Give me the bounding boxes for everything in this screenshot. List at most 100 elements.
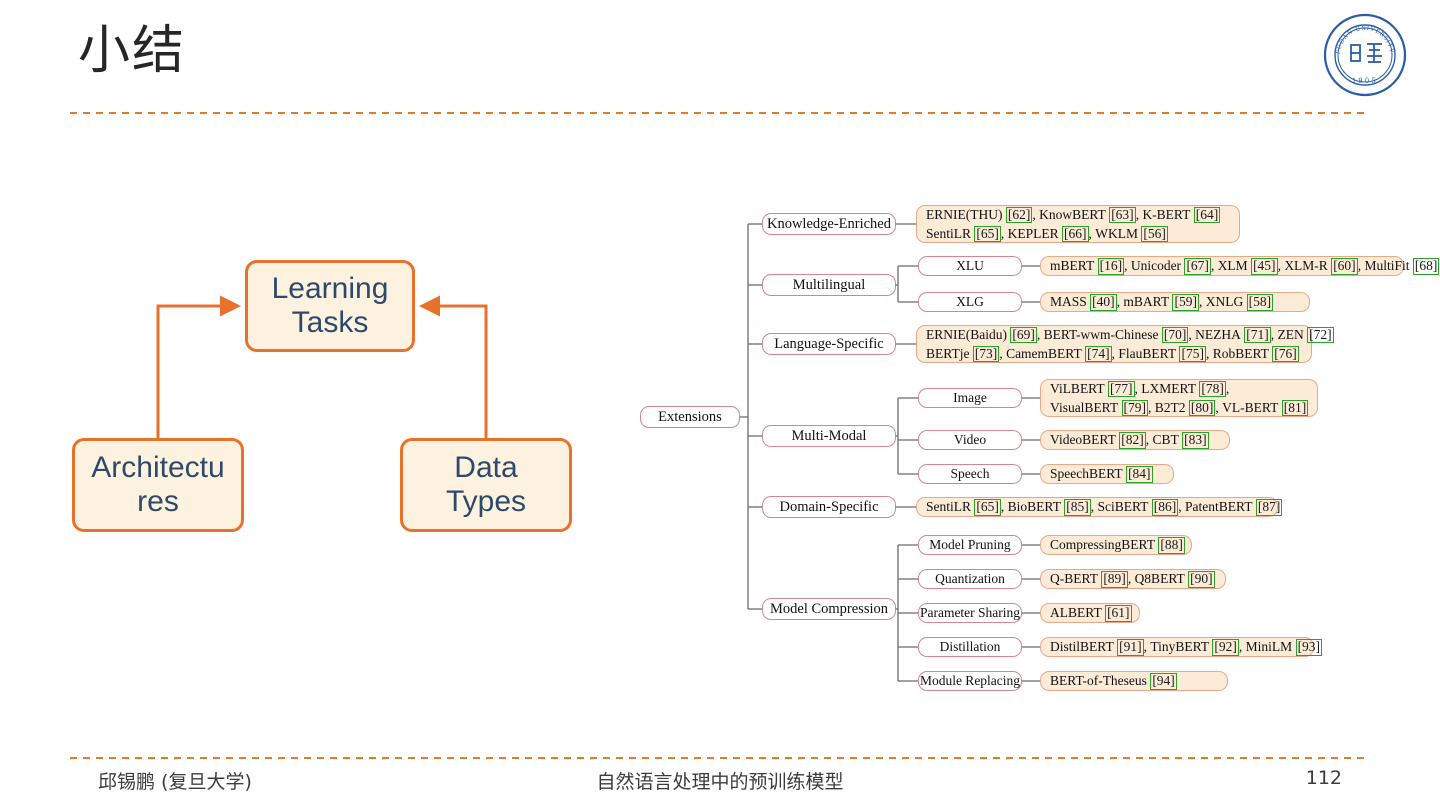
mindmap-branch-label: Domain-Specific (779, 498, 879, 515)
mindmap-leaf-knowledge-enriched[interactable]: ERNIE(THU) [62], KnowBERT [63], K-BERT [… (916, 205, 1240, 243)
citation-ref: [71] (1244, 326, 1271, 344)
citation-ref: [59] (1172, 294, 1199, 311)
mindmap-leaf-distillation[interactable]: DistilBERT [91], TinyBERT [92], MiniLM [… (1040, 637, 1323, 657)
mindmap-subbranch-parameter-sharing[interactable]: Parameter Sharing (918, 603, 1022, 623)
citation-ref: [61] (1105, 605, 1132, 622)
mindmap-leaf-parameter-sharing[interactable]: ALBERT [61] (1040, 603, 1140, 623)
citation-ref: [75] (1179, 346, 1206, 363)
citation-ref: [91] (1117, 639, 1144, 656)
citation-ref: [80] (1188, 400, 1216, 417)
mindmap-subbranch-label: Distillation (939, 639, 1001, 654)
citation-ref: [79] (1121, 400, 1149, 417)
mindmap-leaf-xlg[interactable]: MASS [40], mBART [59], XNLG [58] (1040, 292, 1310, 312)
mindmap-subbranch-module-replacing[interactable]: Module Replacing (918, 671, 1022, 691)
mindmap-subbranch-quantization[interactable]: Quantization (918, 569, 1022, 589)
citation-ref: [70] (1161, 326, 1189, 344)
seal-year: 1905 (1352, 76, 1378, 85)
citation-ref: [56] (1141, 226, 1168, 243)
mindmap-branch-model-compression[interactable]: Model Compression (762, 598, 896, 620)
citation-ref: [45] (1251, 258, 1278, 275)
citation-ref: [87] (1255, 499, 1283, 516)
citation-ref: [65] (974, 226, 1001, 243)
citation-ref: [65] (974, 499, 1001, 516)
citation-ref: [88] (1158, 537, 1185, 554)
citation-ref: [69] (1010, 326, 1037, 344)
mindmap-subbranch-label: Model Pruning (929, 537, 1011, 552)
citation-ref: [72] (1307, 326, 1334, 344)
citation-ref: [60] (1331, 258, 1358, 275)
citation-ref: [92] (1212, 639, 1239, 656)
citation-ref: [63] (1109, 206, 1136, 224)
mindmap-branch-domain-specific[interactable]: Domain-Specific (762, 496, 896, 518)
mindmap-leaf-quantization[interactable]: Q-BERT [89], Q8BERT [90] (1040, 569, 1226, 589)
mindmap-root-extensions[interactable]: Extensions (640, 406, 740, 428)
mindmap-subbranch-xlg[interactable]: XLG (918, 292, 1022, 312)
mindmap-connector-lines (740, 223, 1040, 682)
mindmap-subbranch-speech[interactable]: Speech (918, 464, 1022, 484)
header-divider (70, 112, 1370, 114)
citation-ref: [81] (1281, 400, 1309, 417)
mindmap-branch-knowledge-enriched[interactable]: Knowledge-Enriched (762, 213, 896, 235)
citation-ref: [40] (1090, 294, 1117, 311)
mindmap-subbranch-distillation[interactable]: Distillation (918, 637, 1022, 657)
citation-ref: [83] (1182, 432, 1209, 449)
citation-ref: [67] (1184, 258, 1211, 275)
citation-ref: [94] (1150, 673, 1177, 690)
citation-ref: [89] (1101, 571, 1128, 588)
mindmap-leaf-video[interactable]: VideoBERT [82], CBT [83] (1040, 430, 1230, 450)
footer-divider (70, 757, 1370, 759)
mindmap-subbranch-image[interactable]: Image (918, 388, 1022, 408)
mindmap-subbranch-label: Quantization (935, 571, 1005, 586)
mindmap-subbranch-label: XLU (956, 258, 984, 273)
mindmap-subbranch-label: Module Replacing (919, 673, 1021, 688)
mindmap-subbranch-video[interactable]: Video (918, 430, 1022, 450)
citation-ref: [73] (972, 346, 1000, 363)
footer-subject: 自然语言处理中的预训练模型 (596, 771, 844, 793)
citation-ref: [74] (1085, 346, 1112, 363)
mindmap-leaf-image[interactable]: ViLBERT [77], LXMERT [78],VisualBERT [79… (1040, 379, 1318, 417)
mindmap-branch-language-specific[interactable]: Language-Specific (762, 333, 896, 355)
footer-page-number: 112 (1305, 767, 1342, 789)
citation-ref: [84] (1126, 466, 1153, 483)
mindmap-branch-label: Model Compression (769, 600, 888, 617)
mindmap-subbranch-label: XLG (956, 294, 984, 309)
citation-ref: [62] (1005, 206, 1033, 224)
citation-ref: [85] (1064, 499, 1091, 516)
citation-ref: [93] (1295, 639, 1323, 656)
mindmap-subbranch-label: Video (953, 432, 987, 447)
mindmap-subbranch-model-pruning[interactable]: Model Pruning (918, 535, 1022, 555)
citation-ref: [58] (1246, 294, 1274, 311)
mindmap-leaf-model-pruning[interactable]: CompressingBERT [88] (1040, 535, 1192, 555)
mindmap-branch-label: Multi-Modal (791, 427, 867, 444)
citation-ref: [86] (1151, 499, 1179, 516)
extensions-mindmap: Extensions Knowledge-Enriched ERNIE(THU) [… (636, 196, 1440, 706)
mindmap-leaf-domain-specific[interactable]: SentiLR [65], BioBERT [85], SciBERT [86]… (916, 497, 1283, 517)
citation-ref: [16] (1097, 258, 1125, 275)
mindmap-branch-label: Language-Specific (774, 335, 884, 352)
page-title: 小结 (78, 21, 187, 81)
mindmap-subbranch-xlu[interactable]: XLU (918, 256, 1022, 276)
mindmap-branch-multilingual[interactable]: Multilingual (762, 274, 896, 296)
mindmap-root-label: Extensions (658, 408, 722, 425)
citation-ref: [64] (1193, 206, 1221, 224)
citation-ref: [68] (1412, 258, 1440, 275)
mindmap-subbranch-label: Parameter Sharing (919, 605, 1021, 620)
citation-ref: [76] (1272, 346, 1299, 363)
mindmap-subbranch-label: Image (953, 390, 987, 405)
mindmap-leaf-xlu[interactable]: mBERT [16], Unicoder [67], XLM [45], XLM… (1040, 256, 1440, 276)
footer-author: 邱锡鹏 (复旦大学) (98, 771, 252, 793)
svg-text:FUDAN UNIVERSITY: FUDAN UNIVERSITY (1335, 25, 1395, 54)
mindmap-leaf-module-replacing[interactable]: BERT-of-Theseus [94] (1040, 671, 1228, 691)
mindmap-branch-multi-modal[interactable]: Multi-Modal (762, 425, 896, 447)
mindmap-branch-label: Multilingual (792, 276, 866, 293)
mindmap-leaf-speech[interactable]: SpeechBERT [84] (1040, 464, 1174, 484)
citation-ref: [78] (1199, 380, 1226, 398)
mindmap-leaf-language-specific[interactable]: ERNIE(Baidu) [69], BERT-wwm-Chinese [70]… (916, 325, 1334, 363)
citation-ref: [90] (1188, 571, 1215, 588)
